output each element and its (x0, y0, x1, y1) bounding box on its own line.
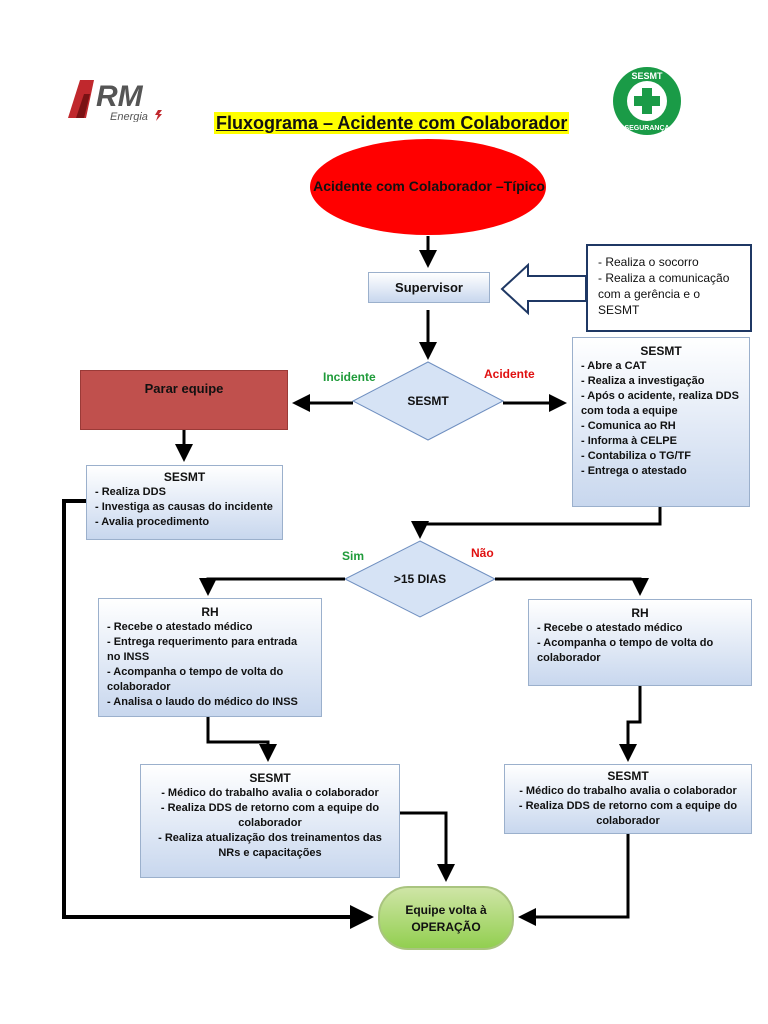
supervisor-note: - Realiza o socorro - Realiza a comunica… (586, 244, 752, 332)
list-item: NRs e capacitações (218, 847, 322, 859)
arrow-incidente-operacao (62, 499, 374, 929)
decision-15dias-diamond (343, 540, 497, 618)
list-item: - Realiza DDS (95, 486, 166, 498)
note-line: com a gerência e o (598, 287, 701, 301)
decision-nao-label: Não (471, 546, 494, 560)
start-ellipse (310, 139, 546, 235)
supervisor-box: Supervisor (368, 272, 490, 303)
list-item: - Recebe o atestado médico (107, 621, 253, 633)
arrow-retornosim-operacao (400, 811, 455, 882)
sesmt-acidente-box: SESMT - Abre a CAT - Realiza a investiga… (572, 337, 750, 507)
box-title: RH (631, 606, 649, 620)
box-title: SESMT (607, 769, 649, 783)
note-line: SESMT (598, 303, 640, 317)
list-item: - Comunica ao RH (581, 420, 676, 432)
parar-equipe-box: Parar equipe (80, 370, 288, 430)
note-hollow-arrow (500, 262, 587, 316)
end-line: OPERAÇÃO (411, 920, 481, 934)
page-title: Fluxograma – Acidente com Colaborador (214, 112, 570, 134)
list-item: - Analisa o laudo do médico do INSS (107, 696, 298, 708)
list-item: - Acompanha o tempo de volta do (107, 666, 284, 678)
sesmt-retorno-nao-box: SESMT - Médico do trabalho avalia o cola… (504, 764, 752, 834)
sesmt-retorno-sim-box: SESMT - Médico do trabalho avalia o cola… (140, 764, 400, 878)
svg-text:Energia: Energia (110, 111, 148, 122)
list-item: colaborador (107, 681, 171, 693)
arrow-rhsim-retorno (206, 717, 277, 762)
decision-sim-label: Sim (342, 549, 365, 563)
rm-energia-logo: RM Energia (68, 80, 162, 122)
list-item: colaborador (238, 817, 302, 829)
box-title: SESMT (249, 771, 291, 785)
list-item: com toda a equipe (581, 405, 678, 417)
list-item: - Abre a CAT (581, 360, 647, 372)
start-node-label: Acidente com Colaborador –Típico (313, 178, 545, 194)
list-item: - Médico do trabalho avalia o colaborado… (519, 785, 737, 797)
box-title: SESMT (640, 344, 682, 358)
rh-nao-box: RH - Recebe o atestado médico - Acompanh… (528, 599, 752, 686)
arrow-acidente-decision2 (411, 507, 662, 539)
list-item: - Realiza DDS de retorno com a equipe do (518, 800, 738, 812)
decision-acidente-label: Acidente (484, 367, 535, 381)
box-title: RH (201, 605, 219, 619)
decision-incidente-label: Incidente (323, 370, 376, 384)
list-item: - Acompanha o tempo de volta do (537, 637, 714, 649)
supervisor-label: Supervisor (395, 280, 463, 295)
list-item: - Investiga as causas do incidente (95, 501, 273, 513)
arrow-decision2-nao (495, 577, 649, 596)
list-item: - Informa à CELPE (581, 435, 677, 447)
note-line: - Realiza a comunicação (598, 271, 730, 285)
sesmt-seguranca-logo: SESMT SEGURANÇA (613, 67, 681, 135)
list-item: - Médico do trabalho avalia o colaborado… (161, 787, 379, 799)
decision-15dias-label: >15 DIAS (393, 572, 447, 586)
svg-text:SEGURANÇA: SEGURANÇA (624, 125, 669, 132)
list-item: - Entrega requerimento para entrada (107, 636, 298, 648)
list-item: - Avalia procedimento (95, 516, 210, 528)
arrow-decision2-sim (199, 577, 345, 596)
list-item: - Realiza a investigação (581, 375, 705, 387)
decision-sesmt-diamond (351, 361, 505, 441)
arrow-rhnao-retorno (619, 686, 642, 762)
list-item: - Após o acidente, realiza DDS (581, 390, 739, 402)
list-item: - Realiza DDS de retorno com a equipe do (160, 802, 380, 814)
end-operacao-node: Equipe volta à OPERAÇÃO (378, 886, 514, 950)
note-line: - Realiza o socorro (598, 255, 699, 269)
rh-sim-box: RH - Recebe o atestado médico - Entrega … (98, 598, 322, 717)
list-item: colaborador (596, 815, 660, 827)
sesmt-incidente-box: SESMT - Realiza DDS - Investiga as causa… (86, 465, 283, 540)
list-item: - Realiza atualização dos treinamentos d… (158, 832, 382, 844)
box-title: SESMT (163, 470, 206, 484)
svg-text:RM: RM (96, 80, 144, 113)
end-line: Equipe volta à (405, 903, 487, 917)
arrow-retornonao-operacao (518, 834, 630, 926)
decision-sesmt-label: SESMT (407, 394, 449, 408)
svg-text:SESMT: SESMT (631, 71, 663, 81)
list-item: no INSS (107, 651, 150, 663)
list-item: colaborador (537, 652, 601, 664)
list-item: - Entrega o atestado (581, 465, 687, 477)
list-item: - Contabiliza o TG/TF (581, 450, 691, 462)
list-item: - Recebe o atestado médico (537, 622, 683, 634)
